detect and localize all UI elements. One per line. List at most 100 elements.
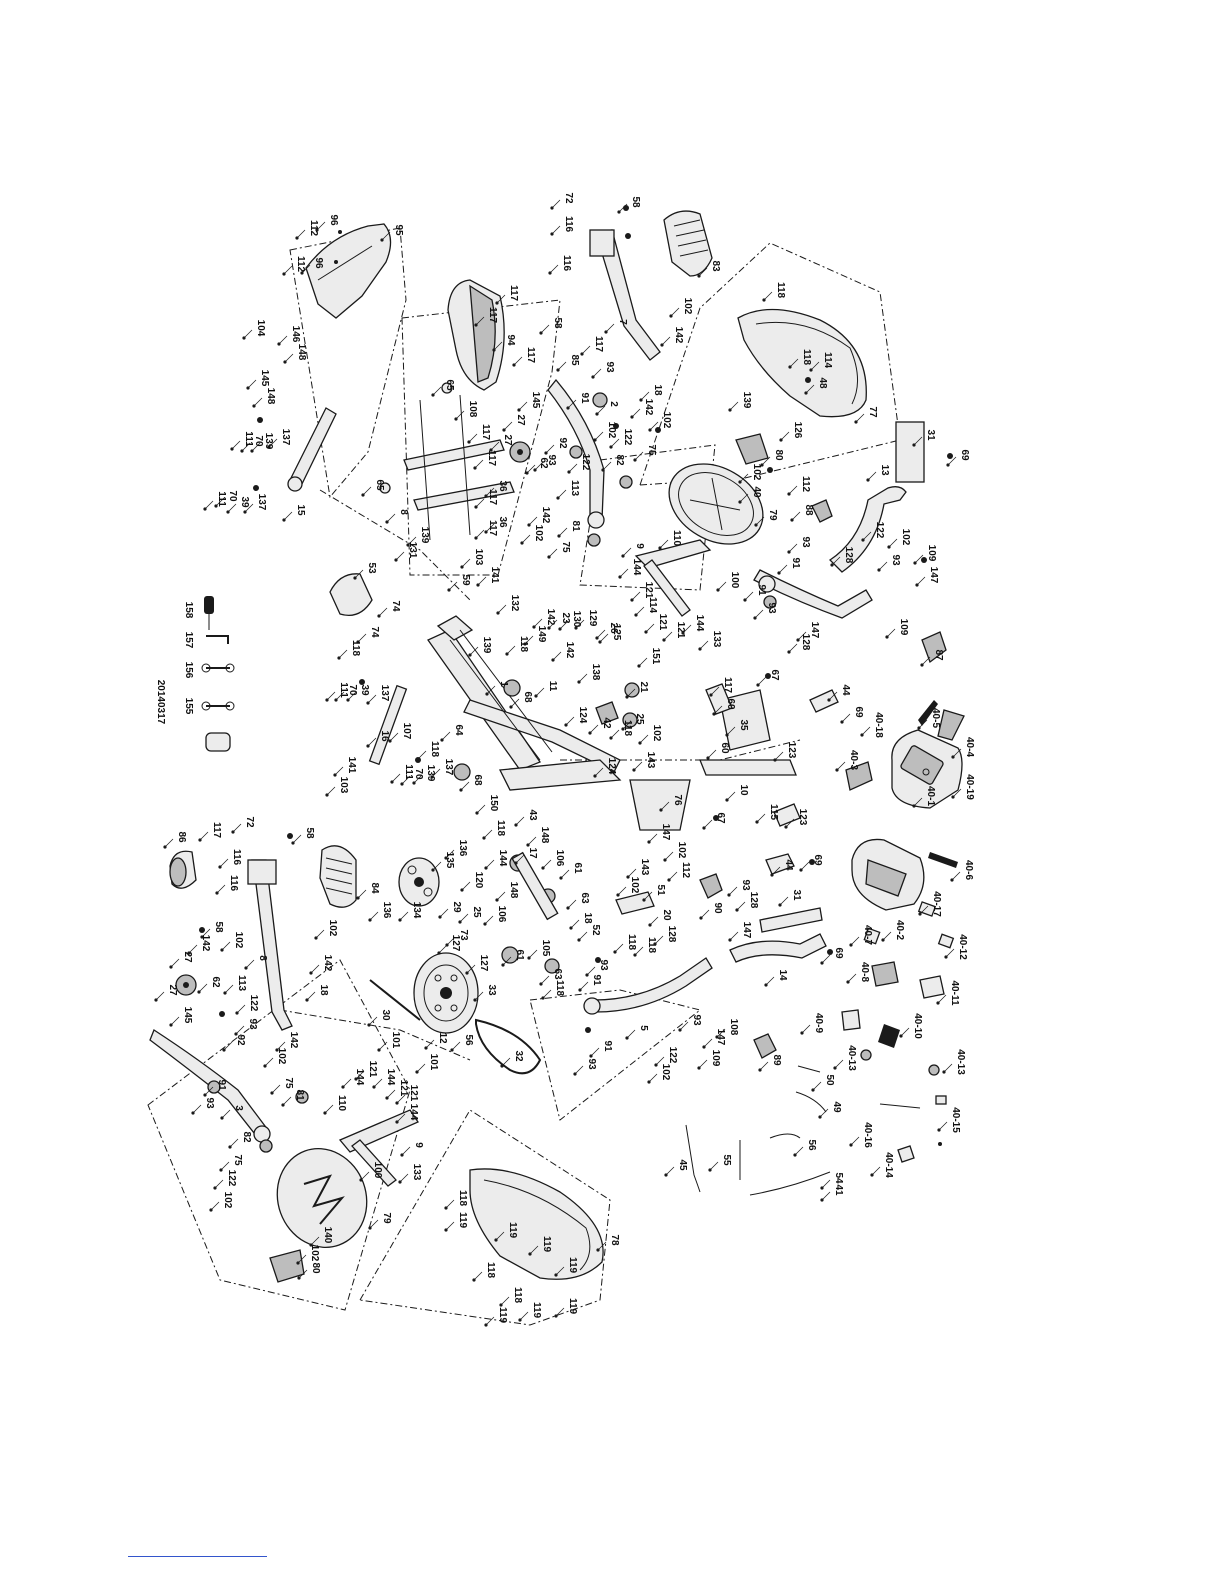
leader-dot <box>609 736 613 740</box>
leader-dot <box>787 492 791 496</box>
leader-dot <box>485 692 489 696</box>
leader-dot <box>860 733 864 737</box>
leader-line <box>610 729 620 739</box>
callout-91: 91 <box>591 974 602 986</box>
tools-row: 158 157 156 155 <box>183 596 235 752</box>
leader-line <box>631 591 641 601</box>
leader-dot <box>494 1238 498 1242</box>
leader-line <box>549 264 559 274</box>
part-post-16 <box>368 684 408 766</box>
leader-line <box>232 823 242 833</box>
leader-dot <box>282 272 286 276</box>
callout-93: 93 <box>691 1014 702 1026</box>
leader-dot <box>835 768 839 772</box>
callout-150: 150 <box>488 795 499 812</box>
leader-line <box>679 1021 689 1031</box>
leader-dot <box>634 613 638 617</box>
leader-dot <box>820 961 824 965</box>
callout-40-19: 40-19 <box>964 774 975 800</box>
leader-line <box>461 558 471 568</box>
leader-line <box>493 341 503 351</box>
leader-line <box>155 991 165 1001</box>
leader-line <box>618 203 628 213</box>
leader-line <box>251 442 261 452</box>
leader-dot <box>226 510 230 514</box>
leader-line <box>634 946 644 956</box>
leader-line <box>739 473 749 483</box>
leader-dot <box>517 408 521 412</box>
leader-dot <box>412 781 416 785</box>
leader-dot <box>473 998 477 1002</box>
leader-dot <box>282 518 286 522</box>
callout-142: 142 <box>322 955 333 972</box>
leader-line <box>373 1078 383 1088</box>
leader-dot <box>526 843 530 847</box>
footer-rule <box>128 1556 267 1557</box>
part-foot-pedal-83 <box>663 210 713 277</box>
callout-40-13: 40-13 <box>955 1049 966 1075</box>
callout-61: 61 <box>572 862 583 874</box>
callout-40-15: 40-15 <box>950 1107 961 1133</box>
leader-dot <box>662 638 666 642</box>
callout-144: 144 <box>385 1069 396 1086</box>
leader-dot <box>197 990 201 994</box>
leader-dot <box>500 1064 504 1068</box>
leader-dot <box>877 568 881 572</box>
leader-dot <box>520 541 524 545</box>
callout-58: 58 <box>213 921 224 933</box>
leader-dot <box>222 1048 226 1052</box>
leader-dot <box>394 558 398 562</box>
leader-dot <box>163 845 167 849</box>
leader-dot <box>913 561 917 565</box>
leader-line <box>578 673 588 683</box>
callout-111: 111 <box>216 491 227 507</box>
callout-40-5: 40-5 <box>930 708 941 728</box>
callout-122: 122 <box>667 1047 678 1064</box>
leader-dot <box>474 323 478 327</box>
leader-dot <box>820 1186 824 1190</box>
callout-121: 121 <box>398 1080 409 1097</box>
leader-dot <box>213 1186 217 1190</box>
leader-dot <box>309 1243 313 1247</box>
callout-93: 93 <box>598 959 609 971</box>
callout-139: 139 <box>741 392 752 409</box>
leader-line <box>362 486 372 496</box>
leader-dot <box>424 1046 428 1050</box>
callout-27: 27 <box>515 414 526 426</box>
leader-line <box>425 1039 435 1049</box>
leader-line <box>913 797 923 807</box>
leader-dot <box>669 314 673 318</box>
leader-line <box>399 911 409 921</box>
callout-43: 43 <box>527 809 538 821</box>
leader-dot <box>209 1208 213 1212</box>
leader-line <box>791 511 801 521</box>
leader-line <box>215 497 225 507</box>
callout-91: 91 <box>756 584 767 596</box>
callout-40-2: 40-2 <box>894 920 905 940</box>
leader-dot <box>762 298 766 302</box>
leader-dot <box>596 1248 600 1252</box>
leader-line <box>828 691 838 701</box>
leader-line <box>360 1171 370 1181</box>
callout-80: 80 <box>773 449 784 461</box>
leader-line <box>515 854 525 864</box>
leader-dot <box>653 942 657 946</box>
callout-31: 31 <box>791 889 802 901</box>
leader-dot <box>556 496 560 500</box>
leader-dot <box>642 898 646 902</box>
leader-line <box>220 1161 230 1171</box>
leader-dot <box>484 494 488 498</box>
leader-dot <box>621 727 625 731</box>
leader-line <box>596 629 606 639</box>
callout-59: 59 <box>460 574 471 586</box>
callout-105: 105 <box>540 940 551 957</box>
leader-line <box>235 1025 245 1035</box>
part-console-accessories <box>841 700 965 1163</box>
leader-dot <box>472 1278 476 1282</box>
leader-dot <box>648 428 652 432</box>
leader-line <box>378 1041 388 1051</box>
callout-145: 145 <box>259 370 270 387</box>
callout-151: 151 <box>650 648 661 665</box>
callout-118: 118 <box>622 720 633 737</box>
leader-line <box>599 633 609 643</box>
